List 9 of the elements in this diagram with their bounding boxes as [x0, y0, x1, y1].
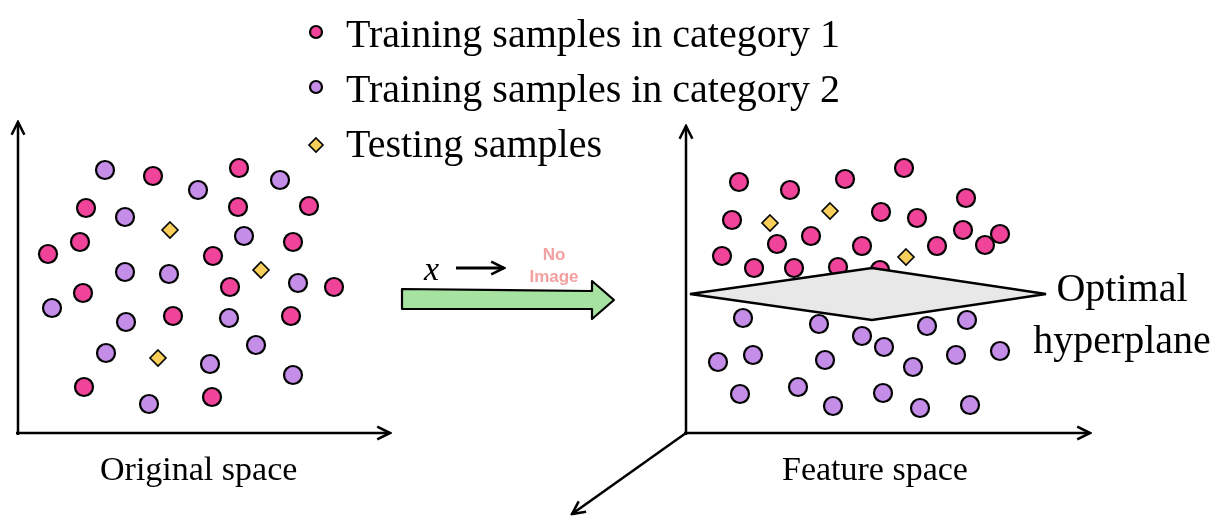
legend-label: Training samples in category 1: [346, 10, 840, 57]
variable-label: x: [424, 250, 440, 288]
axis-caption: Feature space: [782, 450, 968, 488]
hyperplane-label: Optimal hyperplane: [1022, 262, 1222, 366]
legend-label: Training samples in category 2: [346, 65, 840, 112]
legend-label: Testing samples: [346, 120, 603, 167]
placeholder-text: No Image: [528, 244, 580, 288]
hyperplane-plane: [688, 266, 1048, 322]
axis-caption: Original space: [100, 450, 298, 488]
